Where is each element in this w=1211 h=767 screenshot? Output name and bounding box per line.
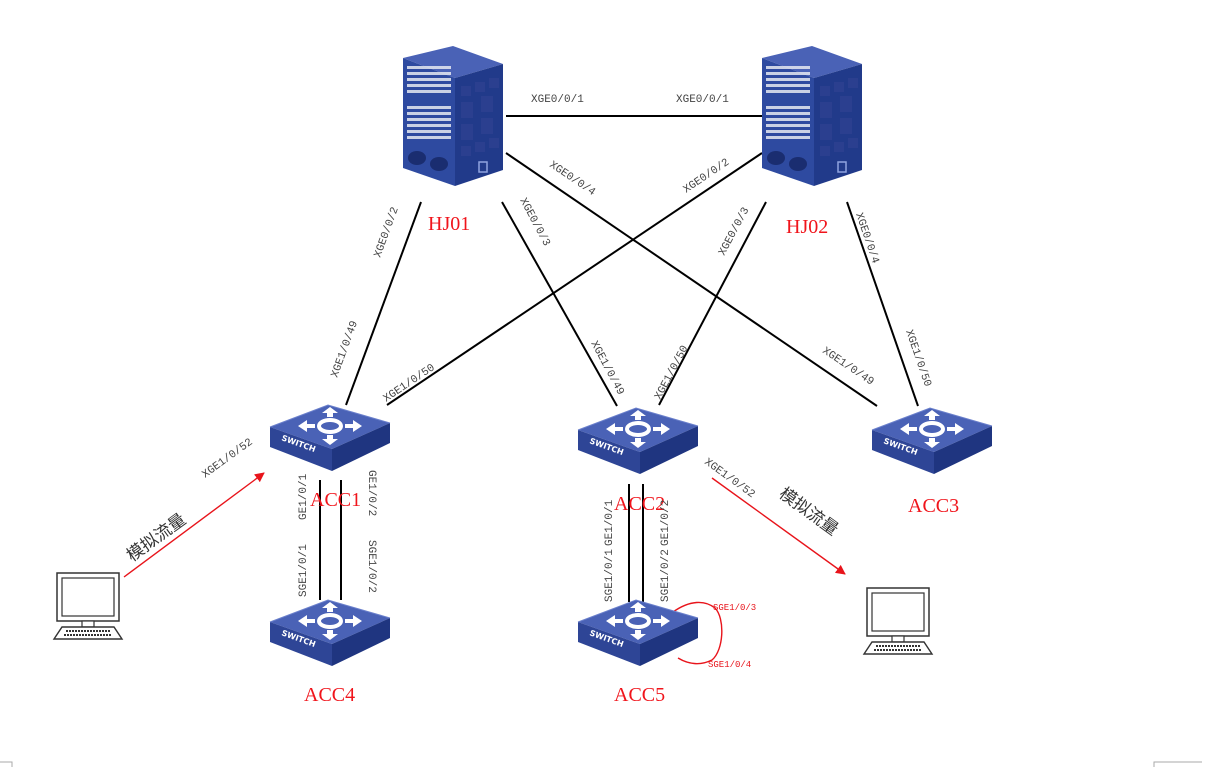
traffic-port-label: XGE1/0/52 xyxy=(702,457,757,502)
port-label: GE1/0/1 xyxy=(604,499,616,546)
device-label-acc3: ACC3 xyxy=(908,495,959,517)
core-switch-hj02[interactable] xyxy=(761,45,863,187)
port-label: XGE0/0/4 xyxy=(547,159,598,199)
page-corner-mark-left xyxy=(0,761,13,767)
device-label-hj02: HJ02 xyxy=(786,216,828,238)
pc-right[interactable] xyxy=(863,587,933,655)
access-switch-acc2[interactable]: SWITCH xyxy=(576,406,700,476)
link-hj02-acc2 xyxy=(658,201,767,406)
port-label: SGE1/0/1 xyxy=(298,544,310,597)
link-hj01-acc3 xyxy=(505,152,878,407)
port-label: XGE0/0/3 xyxy=(717,206,752,258)
access-switch-acc5[interactable]: SWITCH xyxy=(576,598,700,668)
links xyxy=(319,115,919,602)
port-label: GE1/0/1 xyxy=(298,473,310,520)
pc-left[interactable] xyxy=(53,572,123,640)
traffic-arrow-left xyxy=(123,472,265,578)
port-label: GE1/0/2 xyxy=(660,500,672,546)
port-label: XGE1/0/50 xyxy=(382,362,438,405)
link-acc5-loop xyxy=(672,601,723,665)
port-label: SGE1/0/2 xyxy=(660,549,672,602)
port-label: SGE1/0/1 xyxy=(604,549,616,602)
chassis-icon xyxy=(402,45,504,187)
device-label-acc2: ACC2 xyxy=(614,493,665,515)
port-label: GE1/0/2 xyxy=(365,470,377,516)
device-label-acc5: ACC5 xyxy=(614,684,665,706)
port-label: XGE0/0/1 xyxy=(676,94,729,106)
access-switch-acc4[interactable]: SWITCH xyxy=(268,598,392,668)
port-label-red: SGE1/0/4 xyxy=(708,660,751,670)
device-label-acc4: ACC4 xyxy=(304,684,355,706)
pc-icon xyxy=(863,587,933,655)
port-label: XGE1/0/50 xyxy=(653,344,691,402)
link-hj02-acc3 xyxy=(846,201,919,407)
traffic-arrow-right xyxy=(711,477,846,575)
device-label-hj01: HJ01 xyxy=(428,213,470,235)
port-label: XGE1/0/49 xyxy=(820,345,876,388)
port-label: SGE1/0/2 xyxy=(365,540,377,593)
port-label-red: SGE1/0/3 xyxy=(713,603,756,613)
core-switch-hj01[interactable] xyxy=(402,45,504,187)
link-hj02-acc1 xyxy=(386,152,763,406)
port-label: XGE0/0/1 xyxy=(531,94,584,106)
port-label: XGE1/0/50 xyxy=(902,328,933,388)
port-label: XGE0/0/3 xyxy=(516,196,551,248)
chassis-icon xyxy=(761,45,863,187)
port-label: XGE1/0/49 xyxy=(329,319,361,379)
pc-icon xyxy=(53,572,123,640)
device-label-acc1: ACC1 xyxy=(310,489,361,511)
link-hj01-acc1 xyxy=(345,201,422,406)
port-label: XGE0/0/2 xyxy=(372,206,401,260)
link-hj01-acc2 xyxy=(501,201,618,407)
traffic-label: 模拟流量 xyxy=(123,510,190,566)
traffic-port-label: XGE1/0/52 xyxy=(200,437,255,482)
access-switch-acc1[interactable]: SWITCH xyxy=(268,403,392,473)
page-corner-mark-right xyxy=(1153,761,1202,767)
access-switch-acc3[interactable]: SWITCH xyxy=(870,406,994,476)
